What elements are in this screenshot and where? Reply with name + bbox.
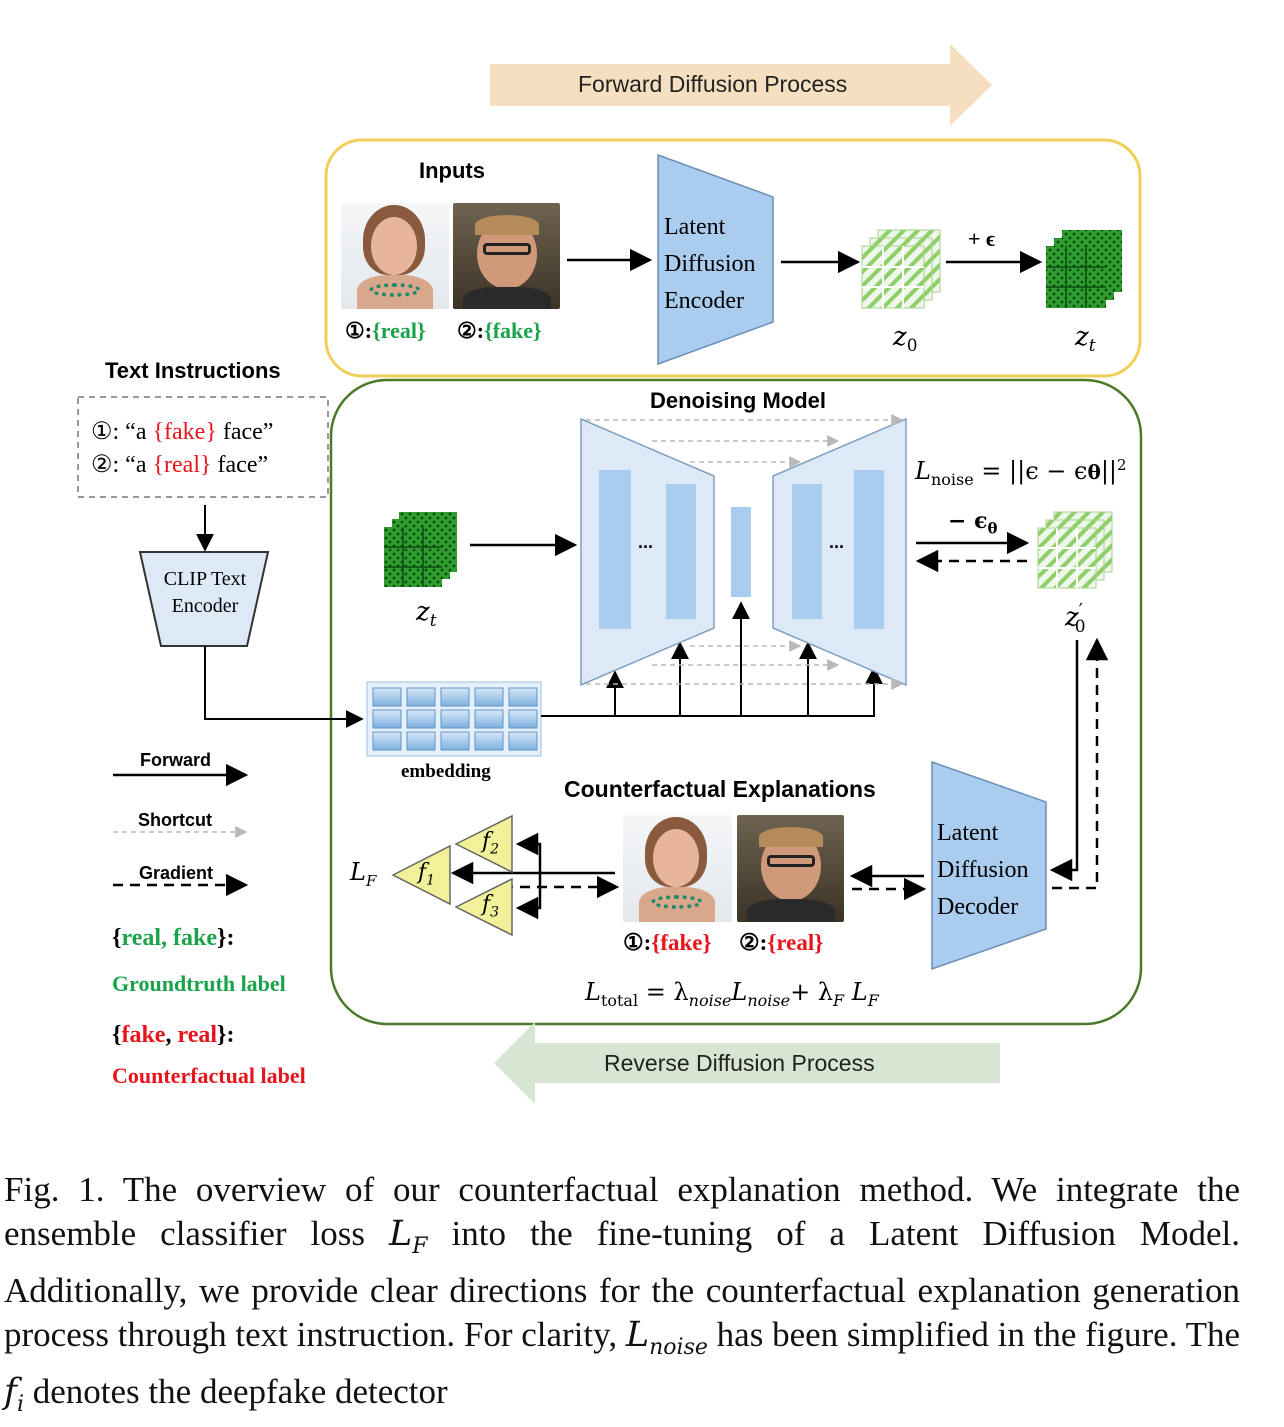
- ltotal-equation: Ltotal = λnoiseLnoise+ λF LF: [585, 978, 879, 1010]
- zt-denoise-label: zt: [416, 597, 437, 632]
- figure-caption: Fig. 1. The overview of our counterfactu…: [4, 1170, 1240, 1417]
- caption-fig-number: Fig. 1.: [4, 1170, 105, 1209]
- text-instructions-title: Text Instructions: [105, 358, 281, 383]
- forward-process-label: Forward Diffusion Process: [578, 71, 848, 97]
- conditioning-arrows: [541, 601, 883, 717]
- z0-latent-icon: [861, 229, 941, 309]
- detector-f2-icon: [454, 814, 513, 874]
- unet-ellipsis-right: ...: [829, 532, 845, 552]
- cf-face-1: [623, 815, 732, 922]
- arrow-clip-to-embedding: [204, 646, 364, 728]
- decoder-block: [931, 760, 1047, 971]
- gradient-decoder-to-z0prime: [1052, 637, 1109, 890]
- embedding-grid: [366, 681, 542, 757]
- z0prime-label: z′0: [1065, 600, 1086, 637]
- legend-groundtruth-set: {real, fake}:: [112, 925, 235, 951]
- minus-epsilon-label: − ϵθ: [948, 508, 998, 538]
- encoder-block: [657, 153, 774, 366]
- f3-label: f3: [482, 892, 500, 921]
- text-instructions-box: [77, 396, 329, 498]
- legend-forward-label: Forward: [140, 750, 212, 770]
- z0-label: z0: [893, 322, 918, 357]
- input-face-real: [341, 203, 449, 309]
- denoising-title: Denoising Model: [650, 388, 826, 413]
- lnoise-equation: Lnoise = ||ϵ − ϵθ||2: [915, 456, 1127, 489]
- lf-label: LF: [350, 858, 377, 890]
- instruction-2: ②: “a {real} face”: [91, 452, 269, 478]
- input-label-1: ①:{real}: [345, 318, 426, 343]
- arrow-z0prime-to-decoder: [1049, 640, 1079, 882]
- legend-gradient-label: Gradient: [139, 863, 214, 883]
- unet-ellipsis-left: ...: [638, 532, 654, 552]
- detector-f1-icon: [391, 844, 451, 906]
- inputs-title: Inputs: [419, 158, 485, 183]
- denoising-box: [329, 378, 1143, 1026]
- reverse-process-label: Reverse Diffusion Process: [604, 1050, 875, 1076]
- legend-shortcut-label: Shortcut: [138, 810, 212, 830]
- cf-title: Counterfactual Explanations: [564, 776, 876, 802]
- reverse-process-arrow: [494, 1022, 1000, 1104]
- cf-label-2: ②:{real}: [739, 930, 824, 955]
- cf-face-2: [737, 815, 844, 922]
- cf-label-1: ①:{fake}: [623, 930, 712, 955]
- instruction-1: ①: “a {fake} face”: [91, 419, 274, 445]
- clip-encoder-block: [138, 551, 270, 647]
- unet-model: [580, 417, 907, 687]
- detector-f3-icon: [454, 877, 513, 937]
- zt-label: zt: [1075, 322, 1096, 357]
- input-face-fake: [453, 203, 560, 309]
- shortcut-arrows: [586, 414, 904, 690]
- legend-groundtruth-label: Groundtruth label: [112, 971, 286, 996]
- zt-denoise-icon: [384, 512, 457, 587]
- input-label-2: ②:{fake}: [457, 318, 542, 343]
- z0prime-latent-icon: [1037, 511, 1113, 589]
- f2-label: f2: [482, 829, 500, 858]
- embedding-label: embedding: [401, 761, 491, 782]
- zt-latent-icon: [1046, 230, 1122, 308]
- legend-counterfactual-label: Counterfactual label: [112, 1063, 306, 1088]
- legend-counterfactual-set: {fake, real}:: [112, 1022, 235, 1048]
- f1-label: f1: [418, 860, 436, 889]
- detector-branch-arrows: [515, 832, 542, 920]
- forward-process-arrow: [490, 44, 992, 126]
- plus-epsilon-label: + ϵ: [968, 226, 996, 251]
